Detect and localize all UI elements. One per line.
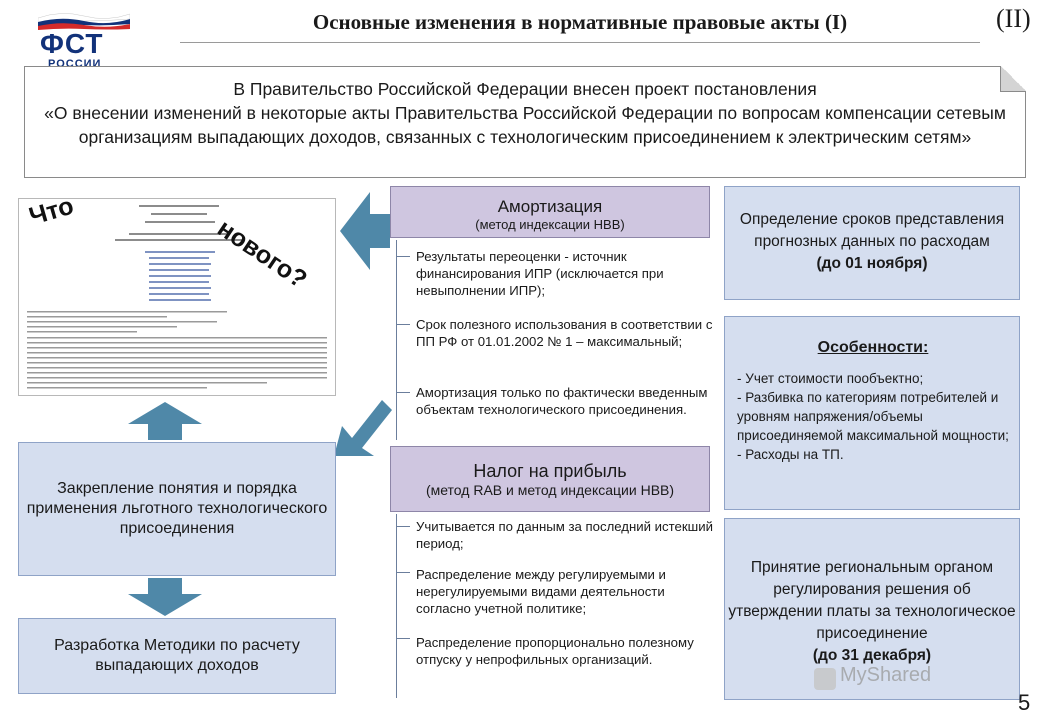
profit-tax-header: Налог на прибыль (метод RAB и метод инде… [390, 446, 710, 512]
box-preferential-connection-text: Закрепление понятия и порядка применения… [26, 480, 328, 537]
amortization-subtitle: (метод индексации НВВ) [475, 217, 625, 232]
arrow-up-left-icon [334, 400, 392, 456]
intro-decree-title: «О внесении изменений в некоторые акты П… [44, 103, 1006, 147]
profit-tax-bracket [396, 514, 397, 698]
feature-item: - Расходы на ТП. [737, 447, 844, 462]
feature-item: - Учет стоимости пообъектно; [737, 371, 924, 386]
title-divider [180, 42, 980, 43]
watermark-icon [814, 668, 836, 690]
forecast-deadline-text: Определение сроков представления прогноз… [739, 211, 1005, 250]
amortization-title: Амортизация [497, 197, 603, 216]
decision-box: Принятие региональным органом регулирова… [724, 518, 1020, 700]
document-text-icon [27, 205, 327, 389]
decision-date: (до 31 декабря) [812, 647, 932, 664]
amortization-item: Срок полезного использования в соответст… [416, 317, 713, 349]
bullet-tick [396, 256, 410, 257]
decision-text: Принятие региональным органом регулирова… [728, 559, 1016, 642]
section-number: (II) [996, 4, 1031, 33]
forecast-deadline-date: (до 01 ноября) [816, 255, 928, 272]
fst-logo: ФСТ РОССИИ [38, 10, 130, 70]
page-title: Основные изменения в нормативные правовы… [312, 10, 848, 34]
box-methodology: Разработка Методики по расчету выпадающи… [18, 618, 336, 694]
intro-line: В Правительство Российской Федерации вне… [233, 79, 817, 99]
amortization-header: Амортизация (метод индексации НВВ) [390, 186, 710, 238]
profit-tax-item: Распределение пропорционально полезному … [416, 635, 694, 667]
box-preferential-connection: Закрепление понятия и порядка применения… [18, 442, 336, 576]
page-number: 5 [1018, 690, 1031, 715]
features-title: Особенности: [817, 339, 929, 356]
bullet-tick [396, 572, 410, 573]
profit-tax-item: Распределение между регулируемыми и нере… [416, 567, 666, 616]
bullet-tick [396, 392, 410, 393]
amortization-item: Результаты переоценки - источник финанси… [416, 249, 664, 298]
watermark: MyShared [840, 664, 932, 686]
arrow-down-icon [128, 578, 202, 616]
arrow-up-icon [128, 402, 202, 440]
box-methodology-text: Разработка Методики по расчету выпадающи… [54, 637, 300, 674]
document-thumbnail [18, 198, 336, 396]
logo-text: ФСТ [40, 28, 104, 59]
amortization-item: Амортизация только по фактически введенн… [416, 385, 708, 417]
bullet-tick [396, 526, 410, 527]
flag-icon [38, 13, 130, 30]
profit-tax-item: Учитывается по данным за последний истек… [416, 519, 713, 551]
intro-box: В Правительство Российской Федерации вне… [24, 66, 1026, 178]
amortization-bracket [396, 240, 397, 440]
arrow-left-icon [340, 192, 390, 270]
profit-tax-title: Налог на прибыль [473, 461, 627, 481]
bullet-tick [396, 638, 410, 639]
page-fold-icon [1000, 66, 1026, 92]
forecast-deadline-box: Определение сроков представления прогноз… [724, 186, 1020, 300]
features-box: Особенности: - Учет стоимости пообъектно… [724, 316, 1020, 510]
feature-item: - Разбивка по категориям потребителей и … [737, 390, 1009, 443]
profit-tax-subtitle: (метод RAB и метод индексации НВВ) [425, 482, 675, 498]
bullet-tick [396, 324, 410, 325]
